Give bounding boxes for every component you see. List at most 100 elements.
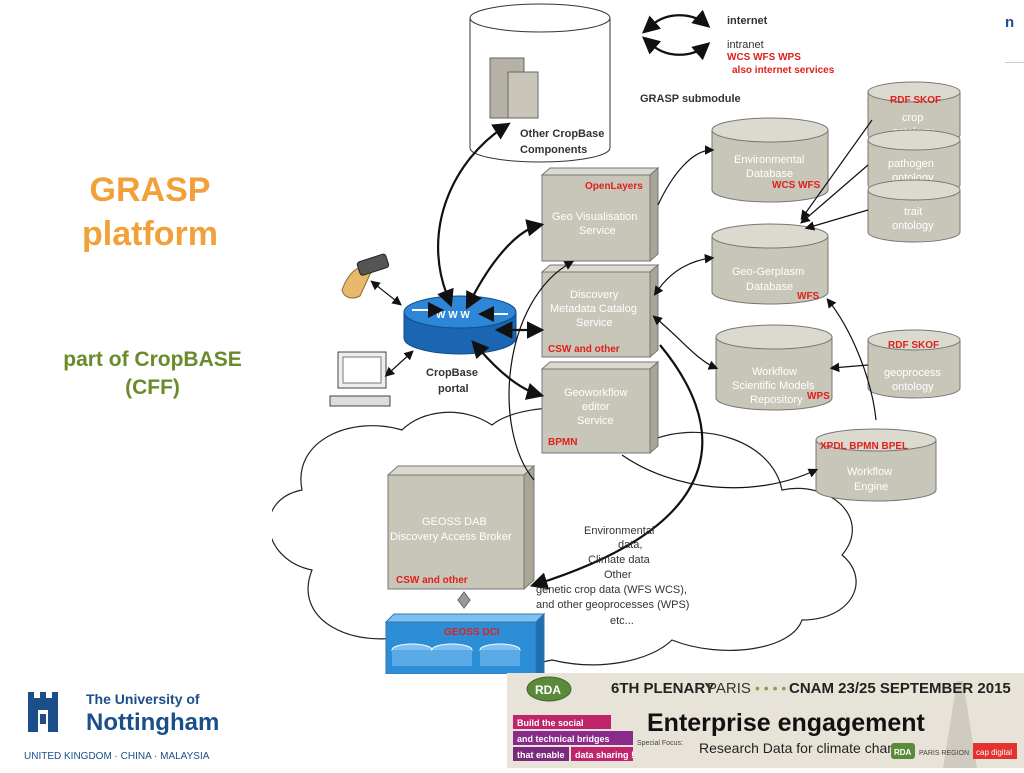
- other-components-line2: Components: [520, 144, 587, 156]
- right-edge-fragment: n: [1005, 0, 1024, 63]
- eiffel-tower-icon: [943, 681, 977, 768]
- ontology-stack-tag: RDF SKOF: [890, 95, 941, 106]
- cap-digital-logo: [973, 743, 1017, 759]
- diamond-connector: [457, 591, 471, 609]
- title-line-2: platform: [82, 215, 218, 253]
- broker-tag: CSW and other: [396, 575, 468, 586]
- tagline-3: that enable: [517, 750, 565, 760]
- broker-line2: Discovery Access Broker: [390, 531, 512, 543]
- plenary-dots: • • • •: [755, 680, 786, 696]
- tagline-bar: [513, 747, 569, 761]
- service-line1: Geoworkflow: [564, 387, 628, 399]
- legend-protocols: WCS WFS WPS: [727, 52, 801, 63]
- ontology-stack: RDF SKOF crop ontology pathogen ontology…: [867, 81, 961, 243]
- tagline-bar: [513, 715, 611, 729]
- trait-ontology-line2: ontology: [892, 220, 934, 232]
- tagline-bar: [571, 747, 633, 761]
- rda-small-logo: [891, 743, 915, 759]
- trait-ontology-line1: trait: [904, 206, 922, 218]
- db-geo-germplasm: Geo-Gerplasm Database WFS: [711, 223, 829, 305]
- service-tag: BPMN: [548, 437, 577, 448]
- geoss-dab-broker: GEOSS DAB Discovery Access Broker CSW an…: [386, 464, 536, 591]
- dci-label: GEOSS DCI: [444, 627, 500, 638]
- service-tag: OpenLayers: [585, 181, 643, 192]
- legend-internet: internet: [727, 15, 768, 27]
- data-note-line: etc...: [610, 615, 634, 627]
- geoprocess-tag: RDF SKOF: [888, 340, 939, 351]
- slide-subtitle: part of CropBASE (CFF): [20, 346, 285, 402]
- university-line2: Nottingham: [86, 709, 219, 736]
- service-line2: Metadata Catalog: [550, 303, 637, 315]
- db-line2: Database: [746, 168, 793, 180]
- data-note-line: and other geoprocesses (WPS): [536, 599, 689, 611]
- title-line-1: GRASP: [89, 171, 211, 209]
- geoprocess-ontology: RDF SKOF geoprocess ontology: [867, 329, 961, 399]
- architecture-diagram: .lbl { font-family:"Liberation Sans", sa…: [272, 3, 961, 674]
- geoss-dci: GEOSS DCI: [384, 612, 546, 674]
- banner-special-focus: Special Focus:: [637, 740, 683, 747]
- legend: internet intranet WCS WFS WPS also inter…: [642, 9, 835, 76]
- data-note-line: genetic crop data (WFS WCS),: [536, 584, 687, 596]
- service-geoworkflow-editor: Geoworkflow editor Service BPMN: [540, 360, 660, 455]
- geoprocess-line2: ontology: [892, 381, 934, 393]
- plenary-city: PARIS: [707, 680, 751, 697]
- server-icon: [507, 71, 539, 119]
- engine-line2: Engine: [854, 481, 888, 493]
- plenary-label: 6TH PLENARY: [611, 680, 715, 697]
- service-discovery-metadata: Discovery Metadata Catalog Service CSW a…: [540, 263, 660, 359]
- db-tag: WFS: [797, 291, 820, 302]
- data-note-line: Climate data: [588, 554, 651, 566]
- data-note-line: Environmental: [584, 525, 654, 537]
- service-line2: Service: [579, 225, 616, 237]
- db-tag: WCS WFS: [772, 180, 821, 191]
- pathogen-ontology-line1: pathogen: [888, 158, 934, 170]
- rda-badge: [526, 676, 572, 702]
- rda-small-logo-text: RDA: [894, 748, 912, 757]
- data-note: Environmental data, Climate data Other g…: [536, 525, 689, 627]
- slide-title: GRASP platform: [30, 168, 270, 256]
- broker-line1: GEOSS DAB: [422, 516, 487, 528]
- cropbase-portal: W W W CropBase portal: [403, 295, 517, 395]
- db-line1: Environmental: [734, 154, 804, 166]
- db-line3: Repository: [750, 394, 803, 406]
- other-components-line1: Other CropBase: [520, 128, 604, 140]
- db-line1: Geo-Gerplasm: [732, 266, 804, 278]
- banner-theme: Research Data for climate change: [699, 740, 911, 756]
- plenary-dates: CNAM 23/25 SEPTEMBER 2015: [789, 680, 1011, 697]
- data-note-line: Other: [604, 569, 632, 581]
- db-line1: Workflow: [752, 366, 797, 378]
- university-sub: UNITED KINGDOM · CHINA · MALAYSIA: [24, 751, 210, 762]
- portal-line1: CropBase: [426, 367, 478, 379]
- submodule-label: GRASP submodule: [640, 93, 741, 105]
- tagline-2: and technical bridges: [517, 734, 610, 744]
- subtitle-line-2: (CFF): [125, 376, 180, 399]
- db-tag: WPS: [807, 391, 830, 402]
- data-note-line: data,: [618, 539, 642, 551]
- desktop-computer-icon: [329, 351, 391, 407]
- db-workflow-repository: Workflow Scientific Models Repository WP…: [715, 324, 833, 411]
- service-geo-visualisation: OpenLayers Geo Visualisation Service: [540, 166, 660, 263]
- banner-headline: Enterprise engagement: [647, 709, 926, 737]
- db-environmental: Environmental Database WCS WFS: [711, 117, 829, 203]
- engine-tag: XPDL BPMN BPEL: [820, 441, 908, 452]
- university-line1: The University of: [86, 691, 200, 707]
- right-edge-text: n: [1005, 14, 1015, 31]
- crop-ontology-line1: crop: [902, 112, 923, 124]
- service-line1: Geo Visualisation: [552, 211, 637, 223]
- service-tag: CSW and other: [548, 344, 620, 355]
- university-logo: The University of Nottingham UNITED KING…: [0, 680, 240, 768]
- tagline-bar: [513, 731, 633, 745]
- legend-intranet: intranet: [727, 39, 764, 51]
- legend-also: also internet services: [732, 65, 835, 76]
- castle-crest-icon: [28, 692, 58, 732]
- service-line1: Discovery: [570, 289, 619, 301]
- portal-line2: portal: [438, 383, 469, 395]
- db-line2: Scientific Models: [732, 380, 815, 392]
- tagline-1: Build the social: [517, 718, 584, 728]
- service-line2: editor: [582, 401, 610, 413]
- service-line3: Service: [577, 415, 614, 427]
- other-components-cylinder: Other CropBase Components: [469, 3, 611, 163]
- subtitle-line-1: part of CropBASE: [63, 348, 242, 371]
- rda-plenary-banner: RDA 6TH PLENARY PARIS • • • • CNAM 23/25…: [507, 673, 1024, 768]
- mobile-phone-icon: [341, 253, 390, 299]
